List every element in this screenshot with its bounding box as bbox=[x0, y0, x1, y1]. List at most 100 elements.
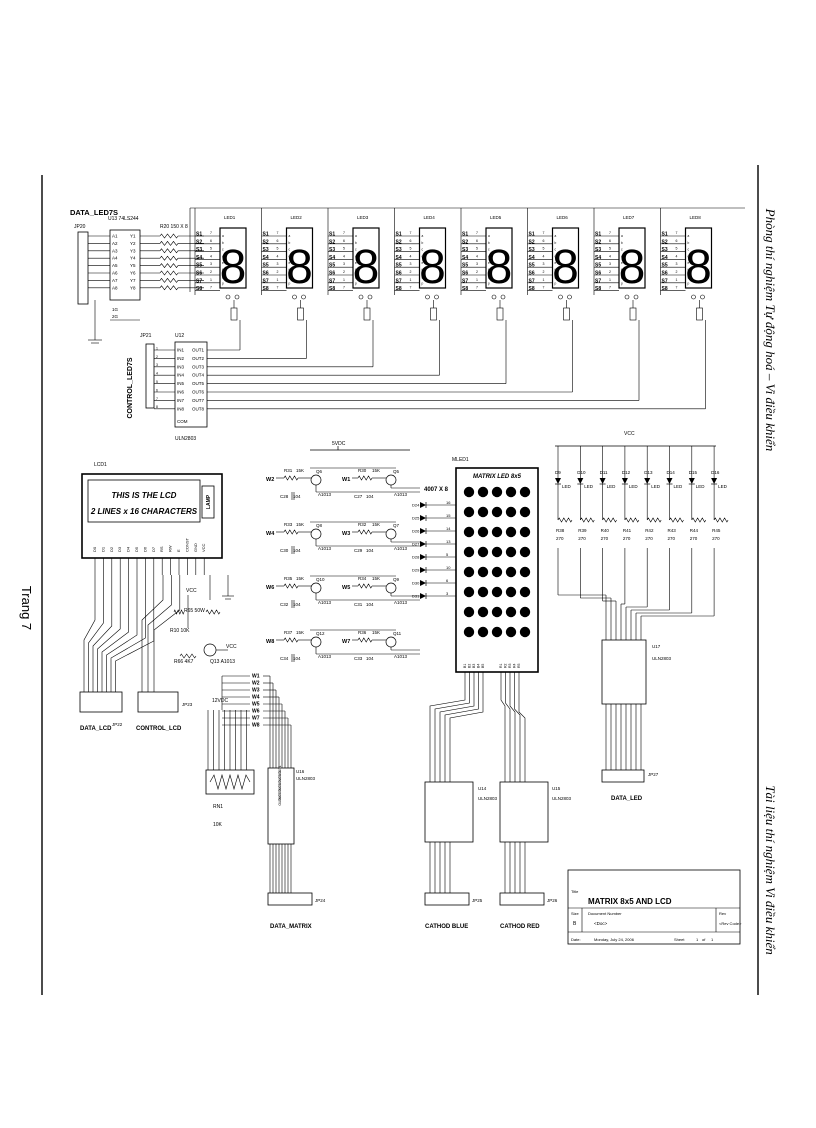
diode-part: 4007 X 8 bbox=[424, 487, 449, 493]
u13-pin-1g: 1G bbox=[112, 307, 119, 312]
lcd-pin-d4: D4 bbox=[126, 546, 131, 552]
label-r43: R43 bbox=[668, 528, 677, 533]
label-d10: D10 bbox=[577, 470, 586, 475]
label-q9: Q9 bbox=[393, 577, 400, 582]
seg-display-body bbox=[219, 227, 247, 289]
jp20-connector bbox=[77, 231, 89, 305]
seg-letter: b bbox=[222, 241, 224, 245]
matrix-dot bbox=[519, 626, 531, 638]
seg-letter: a bbox=[488, 234, 490, 238]
matrix-dot bbox=[463, 526, 475, 538]
seg-pin-number: 4 bbox=[609, 254, 611, 258]
u17-body bbox=[601, 639, 647, 705]
transistor-part: A1013 bbox=[394, 654, 408, 659]
seg-common-pin bbox=[367, 294, 373, 300]
seg-pin-label: S7 bbox=[595, 278, 601, 284]
seg-letter: d bbox=[355, 254, 357, 258]
seg-common-pin bbox=[700, 294, 705, 300]
seg-pin-label: S7 bbox=[329, 278, 335, 284]
matrix-pin-number: 15 bbox=[446, 513, 451, 518]
jp23-connector bbox=[137, 691, 179, 713]
seg-letter: e bbox=[289, 261, 291, 265]
lcd-pin-rw: RW bbox=[168, 545, 173, 552]
tb-title: MATRIX 8x5 AND LCD bbox=[588, 897, 672, 906]
u12-pin-in5: IN5 bbox=[177, 381, 185, 386]
side-footer: Tài liệu thí nghiệm Vi điều khiển bbox=[763, 785, 778, 954]
u12-pin-out5: OUT5 bbox=[192, 381, 204, 386]
matrix-pin-r3: R3 bbox=[508, 663, 512, 668]
seg-pin-number: 5 bbox=[410, 247, 412, 251]
label-r37: R37 bbox=[284, 630, 293, 635]
u14-label: U14 bbox=[478, 786, 487, 791]
transistor-part: A1013 bbox=[318, 600, 332, 605]
lcd-data-wire bbox=[106, 575, 138, 692]
r65-label: R65 50W bbox=[184, 608, 205, 614]
tb-title-label: Title bbox=[571, 889, 579, 894]
matrix-dot bbox=[519, 546, 531, 558]
seg-letter: f bbox=[488, 268, 489, 272]
matrix-dot bbox=[477, 586, 489, 598]
matrix-dot bbox=[491, 606, 503, 618]
row-w2: W2 bbox=[266, 477, 274, 483]
seg-common-pin bbox=[425, 294, 430, 300]
seven-seg-ref: LED6 bbox=[557, 215, 569, 220]
u16-pin: OUT2 bbox=[278, 770, 282, 779]
seg-pin-number: 7 bbox=[210, 286, 212, 290]
seg-digit: 8 bbox=[685, 241, 712, 294]
matrix-dot bbox=[463, 586, 475, 598]
seg-letter: g bbox=[289, 275, 291, 279]
seg-pin-label: S8 bbox=[462, 286, 468, 292]
seg-display-body bbox=[352, 227, 380, 289]
seg-letter: f bbox=[688, 268, 689, 272]
matrix-dot bbox=[505, 486, 517, 498]
label-r39: R39 bbox=[578, 528, 587, 533]
seg-letter: e bbox=[688, 261, 690, 265]
seg-letter: b bbox=[488, 241, 490, 245]
r20-resistor bbox=[159, 240, 179, 246]
data-matrix-section: 12VDC W1W2W3W4W5W6W7W8OUT1OUT2OUT3OUT4OU… bbox=[205, 674, 326, 930]
u13-pin-a7: A7 bbox=[112, 278, 118, 283]
seg-pin-label: S5 bbox=[595, 263, 601, 269]
u12-pin-out4: OUT4 bbox=[192, 373, 204, 378]
u16-pin: OUT8 bbox=[278, 797, 282, 806]
r66-label: R66 4K7 bbox=[174, 659, 194, 665]
label-r36: R36 bbox=[358, 630, 367, 635]
seg-pin-number: 3 bbox=[410, 262, 412, 266]
seg-digit: 8 bbox=[552, 241, 579, 294]
jp25-connector bbox=[424, 892, 470, 906]
lcd-data-wire bbox=[88, 575, 104, 692]
seg-pin-label: S2 bbox=[662, 239, 668, 245]
u13-pin-a8: A8 bbox=[112, 285, 118, 290]
seg-pin-label: S8 bbox=[263, 286, 269, 292]
led-symbol bbox=[688, 478, 695, 484]
seg-pin-number: 3 bbox=[676, 262, 678, 266]
seg-pin-label: S8 bbox=[662, 286, 668, 292]
label-d9: D9 bbox=[555, 470, 561, 475]
seg-pin-label: S1 bbox=[595, 232, 601, 238]
seg-pin-number: 6 bbox=[210, 239, 212, 243]
rn1-value: 10K bbox=[213, 822, 223, 828]
led-text: LED bbox=[629, 484, 639, 489]
u13-pin-a6: A6 bbox=[112, 271, 118, 276]
u13-pin-a1: A1 bbox=[112, 234, 118, 239]
seg-pin-number: 2 bbox=[476, 270, 478, 274]
matrix-dot bbox=[477, 546, 489, 558]
seg-letter: a bbox=[621, 234, 623, 238]
u14-body bbox=[424, 781, 474, 843]
r20-resistor bbox=[159, 285, 179, 291]
matrix-dot bbox=[505, 586, 517, 598]
row-resistor-r32 bbox=[357, 529, 373, 535]
u16-label: U16 bbox=[296, 769, 305, 774]
label-r33: R33 bbox=[284, 522, 293, 527]
r65-resistor bbox=[205, 609, 221, 615]
label-r41: R41 bbox=[623, 528, 632, 533]
seg-pin-label: S2 bbox=[595, 239, 601, 245]
matrix-dot bbox=[491, 526, 503, 538]
seg-pin-label: S2 bbox=[196, 239, 202, 245]
red-cathode-wire bbox=[500, 690, 506, 782]
rn1-zigzag bbox=[209, 773, 251, 791]
lcd-section: LCD1 THIS IS THE LCD 2 LINES x 16 CHARAC… bbox=[79, 462, 237, 732]
seg-pin-number: 6 bbox=[343, 239, 345, 243]
data-led-title: DATA_LED bbox=[611, 796, 643, 802]
